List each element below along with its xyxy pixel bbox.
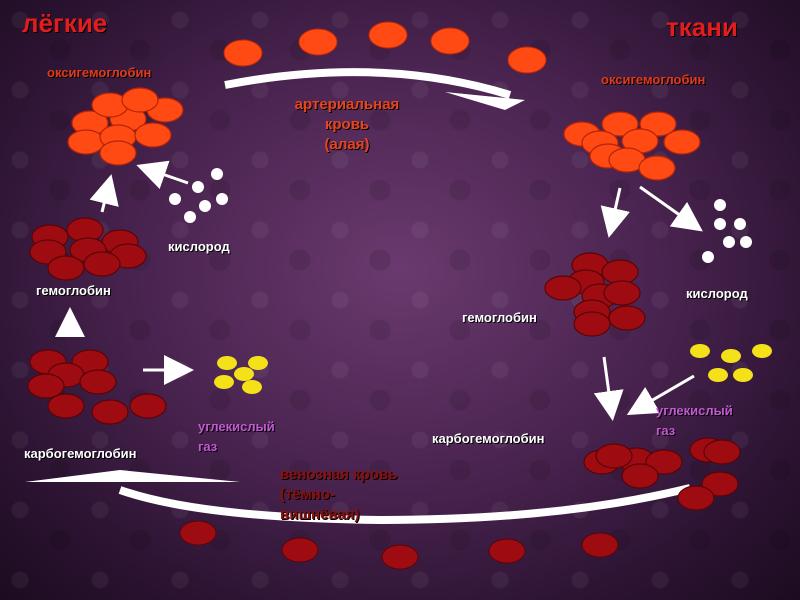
tissues-hemoglobin-label: гемоглобин	[462, 310, 537, 325]
lungs-oxyhemoglobin-cluster	[67, 87, 184, 166]
venous-line1: венозная кровь	[280, 466, 398, 483]
lungs-carbhemoglobin-label: карбогемоглобин	[24, 446, 137, 461]
tissues-carbhemoglobin-label: карбогемоглобин	[432, 431, 545, 446]
process-arrows	[55, 160, 703, 421]
lungs-title: лёгкие	[22, 8, 108, 38]
tissues-oxygen-dots	[702, 199, 752, 263]
tissues-carbhemoglobin-cluster	[583, 437, 741, 511]
venous-blood-label: венозная кровь (тёмно- вишнёвая)	[280, 465, 430, 525]
lungs-hemoglobin-cluster	[29, 217, 147, 281]
arterial-line1: артериальная	[294, 96, 400, 113]
arterial-cells	[223, 21, 547, 74]
lungs-co2-label-line2: газ	[198, 439, 218, 454]
lungs-co2-dots	[214, 356, 268, 394]
tissues-title: ткани	[666, 12, 738, 42]
lungs-hemoglobin-label: гемоглобин	[36, 283, 111, 298]
venous-flow-arrow	[25, 470, 691, 525]
tissues-co2-label-line2: газ	[656, 423, 676, 438]
arterial-line3: (алая)	[324, 136, 370, 153]
venous-line2: (тёмно-	[280, 486, 335, 503]
tissues-oxygen-label: кислород	[686, 286, 748, 301]
arterial-line2: кровь	[324, 116, 370, 133]
tissues-co2-dots	[690, 344, 772, 382]
arterial-flow-arrow	[224, 68, 525, 110]
venous-cells	[179, 520, 619, 570]
tissues-co2-label-line1: углекислый	[656, 403, 733, 418]
lungs-oxygen-dots	[169, 168, 228, 223]
lungs-oxyhemoglobin-label: оксигемоглобин	[47, 65, 152, 80]
tissues-hemoglobin-cluster	[544, 252, 646, 337]
arterial-blood-label: артериальная кровь (алая)	[282, 95, 412, 155]
lungs-co2-label-line1: углекислый	[198, 419, 275, 434]
lungs-oxygen-label: кислород	[168, 239, 230, 254]
venous-line3: вишнёвая)	[280, 506, 360, 523]
lungs-carbhemoglobin-cluster	[27, 349, 167, 425]
tissues-oxyhemoglobin-label: оксигемоглобин	[601, 72, 706, 87]
tissues-oxyhemoglobin-cluster	[563, 111, 701, 181]
